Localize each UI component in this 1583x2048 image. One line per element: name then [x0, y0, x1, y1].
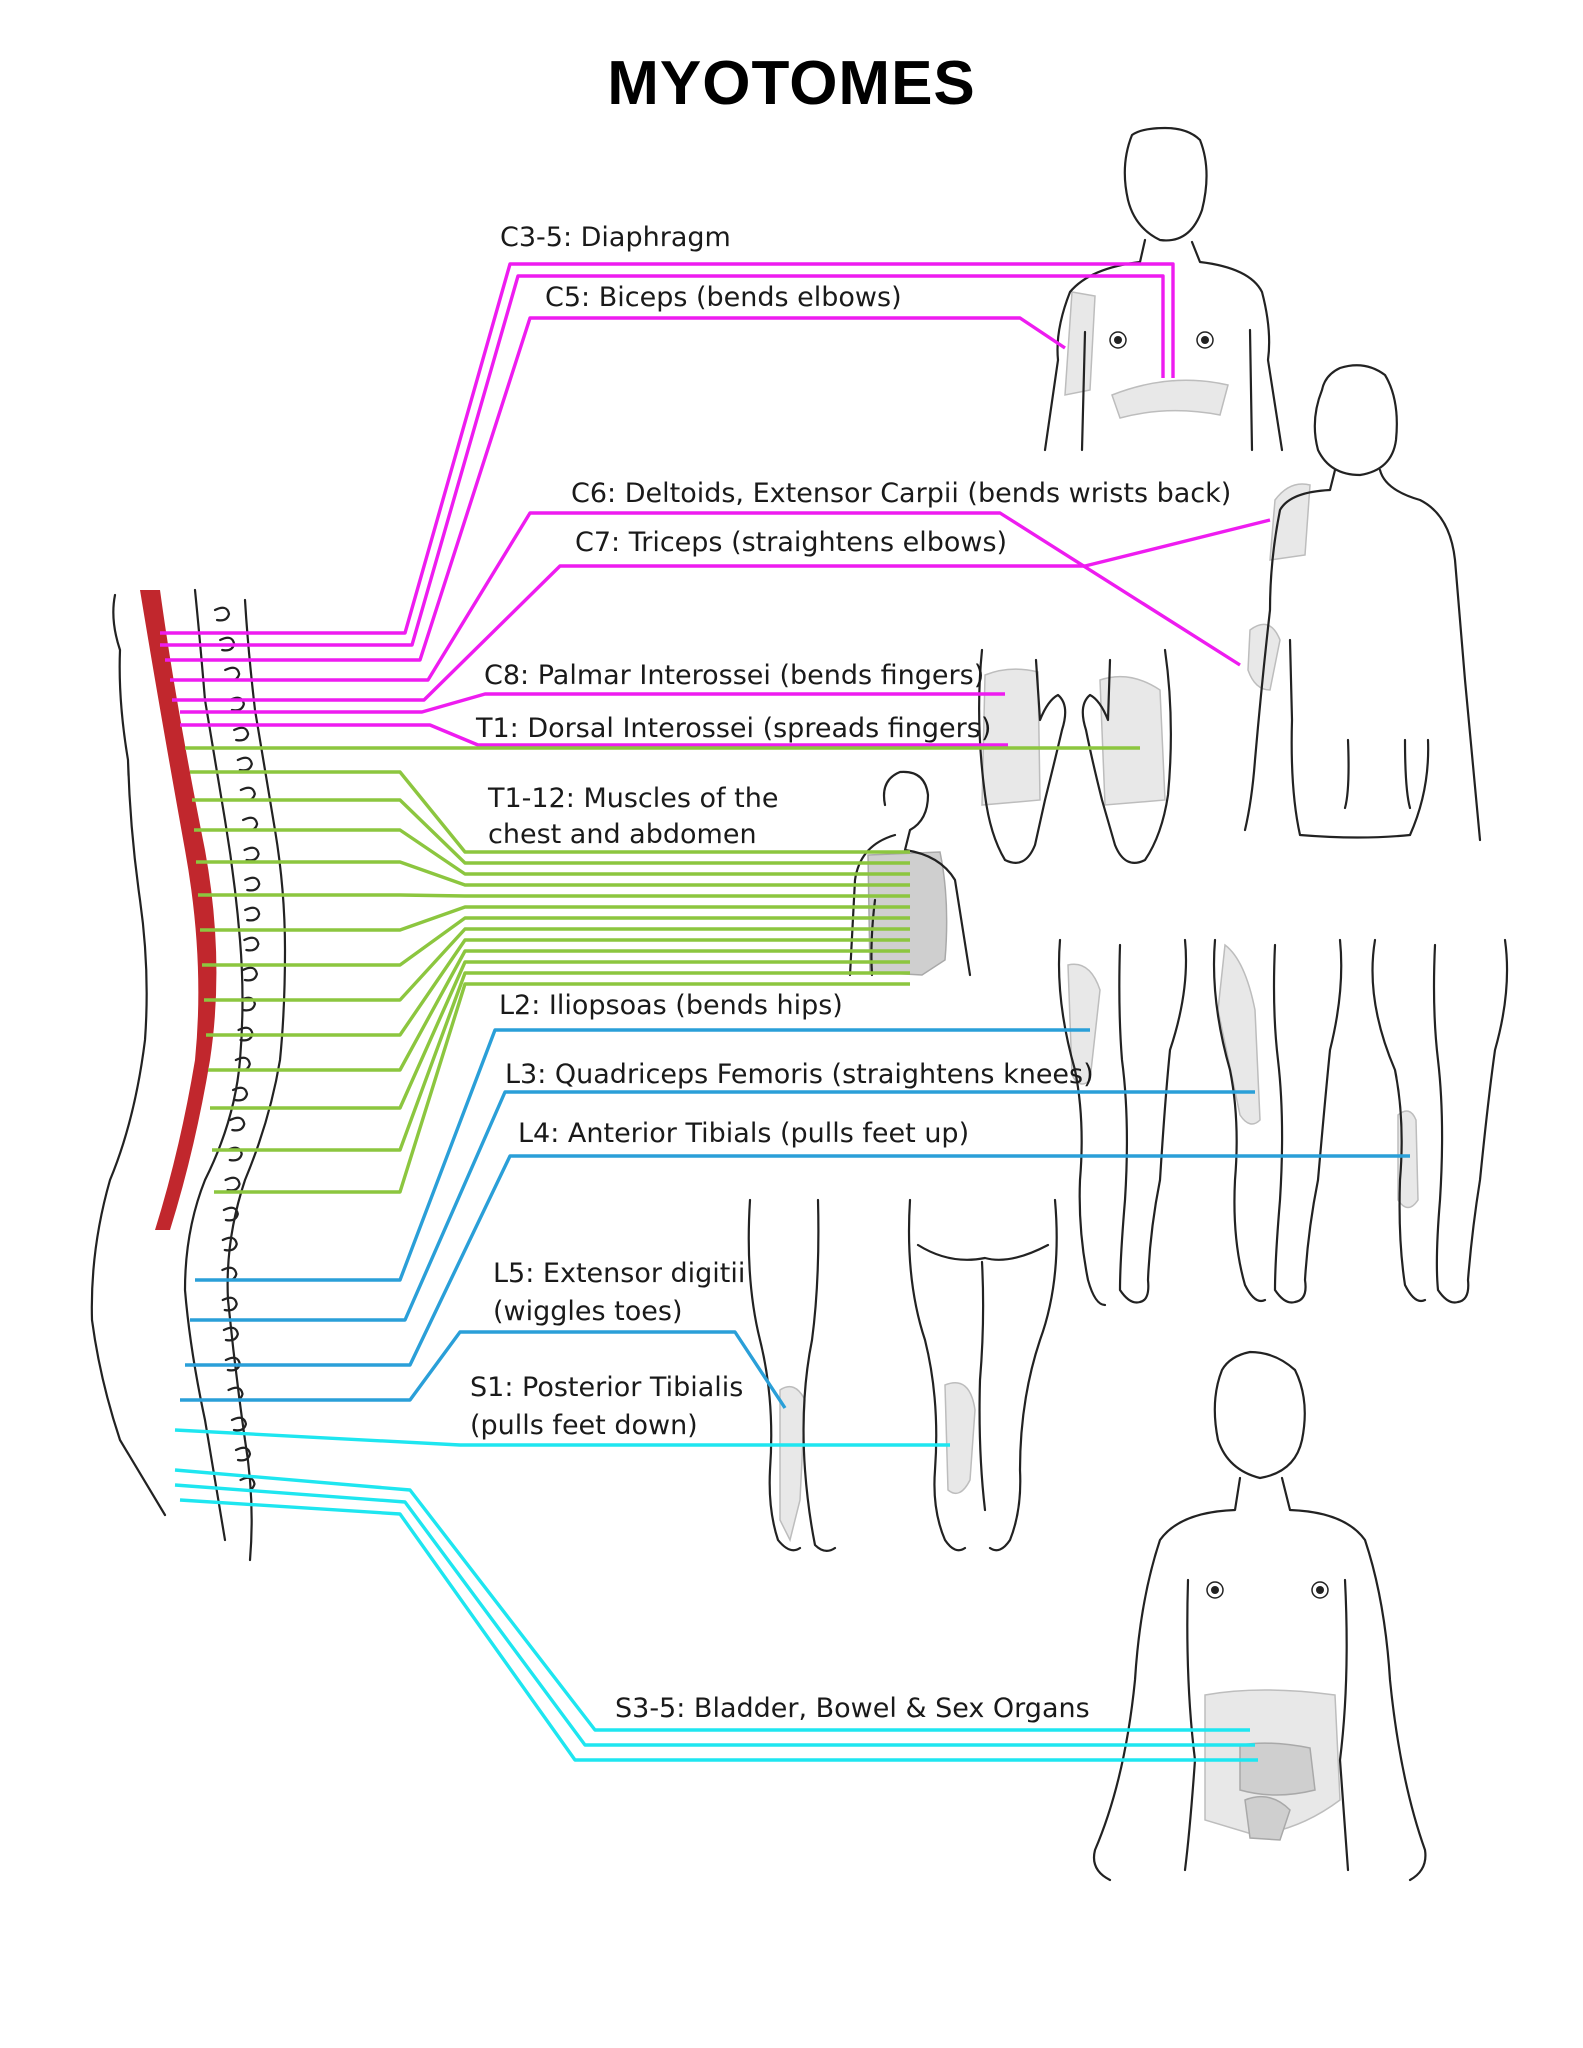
- label-c3-5: C3-5: Diaphragm: [500, 222, 731, 253]
- nerve-c5: [165, 316, 1066, 662]
- label-c8: C8: Palmar Interossei (bends fingers): [484, 660, 984, 691]
- nerve-l5: [180, 1330, 787, 1409]
- figure-back-with-arm: [1243, 364, 1482, 842]
- figure-hands: [978, 648, 1172, 864]
- nerve-t11: [210, 960, 910, 1110]
- nerve-l4: [185, 1154, 1410, 1367]
- label-t1-12-line2: chest and abdomen: [488, 819, 757, 850]
- nerve-s3: [174, 1468, 1250, 1732]
- vertebra-process: [221, 1296, 238, 1312]
- label-c6: C6: Deltoids, Extensor Carpii (bends wri…: [571, 478, 1231, 509]
- figure-spine-side: [90, 588, 287, 1562]
- label-t1: T1: Dorsal Interossei (spreads fingers): [475, 713, 991, 744]
- vertebra-process: [213, 606, 231, 622]
- nerve-t9: [206, 938, 910, 1037]
- vertebra-process: [222, 1326, 239, 1342]
- nerve-t6: [200, 905, 910, 932]
- nerve-t10: [208, 949, 910, 1072]
- vertebra-process: [241, 966, 259, 982]
- nerve-c3-5: [160, 262, 1175, 635]
- vertebra-process: [229, 1116, 246, 1132]
- vertebra-process: [244, 906, 261, 922]
- nerve-c8: [180, 692, 1005, 714]
- vertebra-process: [243, 846, 260, 862]
- label-s1-line2: (pulls feet down): [470, 1410, 698, 1441]
- nerve-c6: [170, 511, 1241, 682]
- vertebra-process: [226, 1146, 243, 1162]
- nerve-t5: [198, 893, 910, 898]
- labels: C3-5: Diaphragm C5: Biceps (bends elbows…: [470, 222, 1231, 1724]
- nerve-c6b: [172, 518, 1271, 702]
- vertebra-process: [233, 726, 250, 742]
- nerve-s5: [179, 1498, 1258, 1762]
- nerve-l3: [190, 1090, 1255, 1322]
- label-l3: L3: Quadriceps Femoris (straightens knee…: [505, 1059, 1094, 1090]
- vertebra-process: [231, 1086, 249, 1102]
- nerve-t1: [190, 770, 910, 854]
- nerve-l2: [195, 1028, 1090, 1282]
- vertebra-process: [230, 1416, 248, 1432]
- figure-full-torso-front: [1092, 1350, 1427, 1882]
- label-l5-line2: (wiggles toes): [493, 1296, 682, 1327]
- label-c7: C7: Triceps (straightens elbows): [575, 527, 1007, 558]
- label-t1-12-line1: T1-12: Muscles of the: [487, 783, 778, 814]
- label-l4: L4: Anterior Tibials (pulls feet up): [518, 1118, 969, 1149]
- page-title: MYOTOMES: [607, 49, 976, 118]
- label-s3-5: S3-5: Bladder, Bowel & Sex Organs: [615, 1693, 1090, 1724]
- vertebra-process: [239, 996, 257, 1012]
- figure-legs-front: [1057, 938, 1509, 1307]
- spinal-cord: [140, 590, 217, 1230]
- vertebra-process: [222, 1206, 239, 1222]
- nerve-c8b: [180, 723, 1008, 747]
- nerve-t7: [202, 916, 910, 967]
- figure-upper-torso-front: [1043, 126, 1284, 452]
- nerve-s4: [174, 1483, 1255, 1747]
- vertebra-process: [228, 696, 245, 712]
- vertebra-process: [234, 1446, 252, 1462]
- label-c5: C5: Biceps (bends elbows): [545, 282, 902, 313]
- vertebra-process: [236, 756, 253, 772]
- label-l2: L2: Iliopsoas (bends hips): [499, 990, 843, 1021]
- nerve-c3-5b: [160, 274, 1165, 647]
- vertebra-process: [243, 936, 260, 952]
- label-s1-line1: S1: Posterior Tibialis: [470, 1372, 743, 1403]
- nerve-t8: [204, 927, 910, 1002]
- vertebra-process: [221, 1236, 238, 1252]
- nerve-lines: [160, 262, 1410, 1762]
- nerve-t13: [214, 982, 910, 1194]
- nerve-t4: [196, 860, 910, 887]
- vertebra-process: [244, 876, 261, 892]
- nerve-t12: [212, 971, 910, 1152]
- figure-torso-side: [848, 770, 972, 977]
- vertebra-process: [224, 1176, 241, 1192]
- label-l5-line1: L5: Extensor digitii: [493, 1258, 745, 1289]
- figure-legs-back: [747, 1198, 1058, 1552]
- nerve-t2: [192, 798, 910, 865]
- nerve-s1: [174, 1428, 950, 1447]
- nerve-t3: [194, 828, 910, 876]
